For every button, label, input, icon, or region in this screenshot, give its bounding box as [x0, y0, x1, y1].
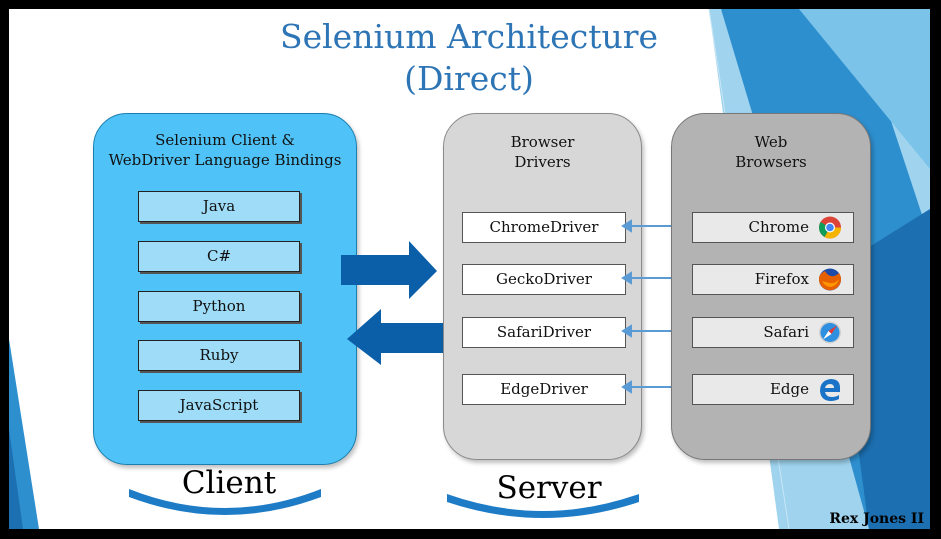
response-arrow — [347, 309, 447, 365]
browser-chrome-label: Chrome — [748, 218, 809, 236]
browsers-heading-line-1: Web — [754, 133, 788, 151]
client-label-arc — [129, 489, 321, 515]
title-line-1: Selenium Architecture — [279, 17, 659, 56]
safari-icon — [819, 321, 841, 344]
drivers-panel: Browser Drivers ChromeDriver GeckoDriver… — [443, 113, 642, 460]
request-arrow — [341, 241, 437, 299]
browser-chrome: Chrome — [692, 212, 854, 243]
server-label-arc — [447, 494, 639, 518]
firefox-icon — [818, 268, 841, 291]
language-java: Java — [138, 191, 300, 222]
browsers-panel: Web Browsers Chrome Firefox Safari — [671, 113, 871, 460]
browser-safari: Safari — [692, 317, 854, 348]
client-heading-line-1: Selenium Client & — [155, 131, 295, 149]
chrome-icon — [819, 216, 841, 239]
client-server-arrows — [341, 241, 447, 365]
client-heading-line-2: WebDriver Language Bindings — [108, 151, 342, 169]
driver-edgedriver: EdgeDriver — [462, 374, 626, 405]
language-csharp: C# — [138, 241, 300, 272]
browser-edge: Edge — [692, 374, 854, 405]
browsers-heading-line-2: Browsers — [735, 153, 807, 171]
title-line-2: (Direct) — [404, 59, 534, 98]
edge-icon — [820, 379, 840, 401]
drivers-heading-line-2: Drivers — [514, 153, 571, 171]
language-ruby: Ruby — [138, 340, 300, 371]
author-credit: Rex Jones II — [829, 511, 924, 527]
browser-firefox: Firefox — [692, 264, 854, 295]
slide: Selenium Architecture (Direct) Selenium … — [9, 9, 930, 529]
browser-firefox-label: Firefox — [754, 270, 809, 288]
drivers-heading-line-1: Browser — [510, 133, 575, 151]
driver-safaridriver: SafariDriver — [462, 317, 626, 348]
language-javascript: JavaScript — [138, 390, 300, 421]
browser-safari-label: Safari — [763, 323, 809, 341]
client-label: Client — [181, 465, 277, 501]
language-python: Python — [138, 291, 300, 322]
server-label: Server — [496, 470, 602, 506]
client-panel: Selenium Client & WebDriver Language Bin… — [93, 113, 357, 465]
driver-geckodriver: GeckoDriver — [462, 264, 626, 295]
driver-chromedriver: ChromeDriver — [462, 212, 626, 243]
browser-edge-label: Edge — [769, 380, 809, 398]
